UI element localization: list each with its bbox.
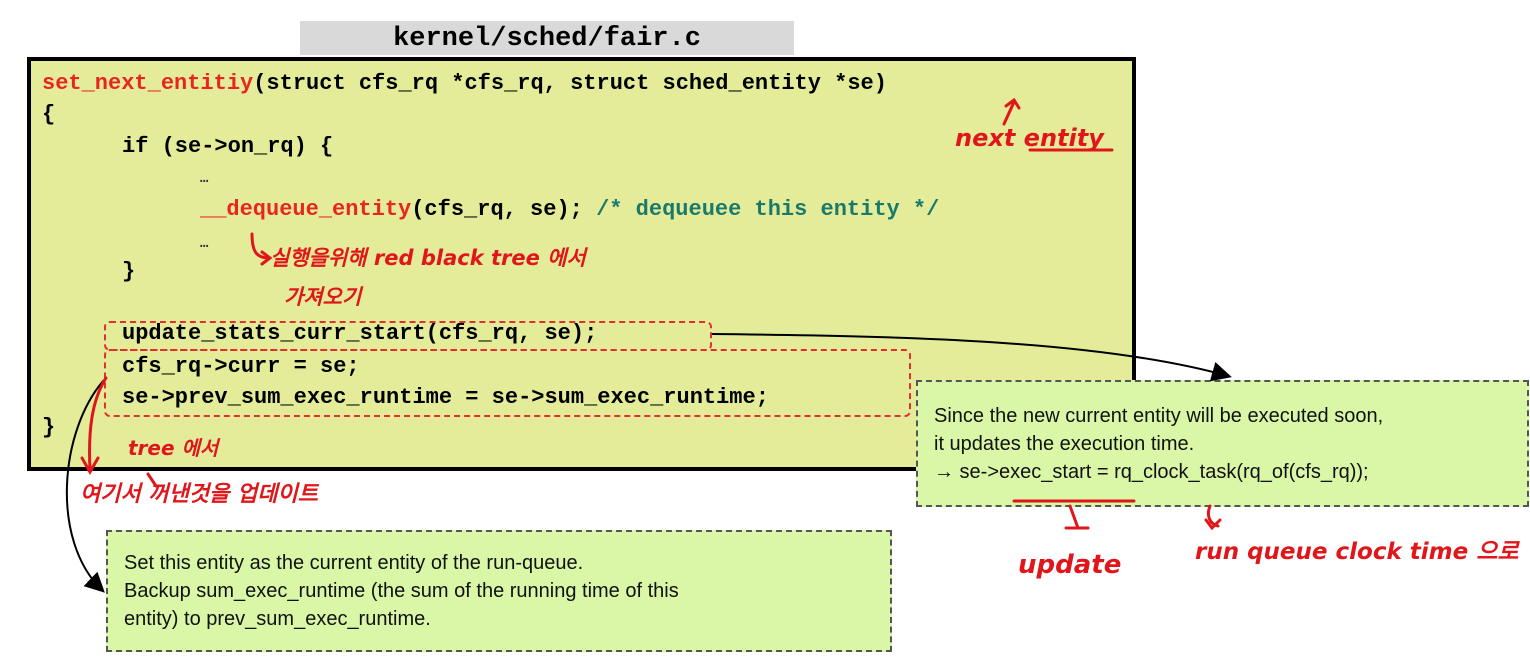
curr-assign-line: cfs_rq->curr = se; (122, 354, 360, 379)
annotation-dequeue-2: 가져오기 (284, 285, 362, 309)
dequeue-comment: /* dequeuee this entity */ (596, 197, 940, 222)
open-brace: { (42, 102, 56, 127)
note-line: Backup sum_exec_runtime (the sum of the … (124, 580, 679, 602)
if-line: if (se->on_rq) { (122, 134, 334, 159)
annotation-tree-from: tree 에서 (128, 436, 219, 460)
signature-params: (struct cfs_rq *cfs_rq, struct sched_ent… (253, 71, 887, 96)
ellipsis-2: … (200, 236, 209, 252)
note-line: entity) to prev_sum_exec_runtime. (124, 608, 431, 630)
update-pointer (1064, 504, 1090, 530)
clock-pointer (1204, 504, 1222, 531)
annotation-dequeue-1: 실행을위해 red black tree 에서 (270, 246, 586, 270)
inner-close-brace: } (122, 259, 136, 284)
annotation-update-korean: 여기서 꺼낸것을 업데이트 (80, 482, 318, 507)
prev-sum-line: se->prev_sum_exec_runtime = se->sum_exec… (122, 385, 769, 410)
note-line: Set this entity as the current entity of… (124, 552, 584, 574)
dequeue-args: (cfs_rq, se); (411, 197, 597, 222)
annotation-run-queue-clock: run queue clock time 으로 (1195, 539, 1519, 565)
ellipsis-1: … (200, 171, 209, 187)
file-title: kernel/sched/fair.c (300, 21, 794, 55)
function-name: set_next_entitiy (42, 71, 254, 96)
note-line: it updates the execution time. (934, 433, 1195, 455)
note-line: Since the new current entity will be exe… (934, 405, 1384, 427)
annotation-next-entity: next entity (955, 124, 1104, 152)
close-brace: } (42, 415, 56, 440)
note-line: → se->exec_start = rq_clock_task(rq_of(c… (934, 461, 1369, 483)
annotation-update: update (1018, 550, 1122, 580)
exec-time-note: Since the new current entity will be exe… (916, 380, 1529, 507)
signature-line: set_next_entitiy(struct cfs_rq *cfs_rq, … (42, 70, 887, 98)
update-stats-highlight (104, 321, 712, 351)
dequeue-function: __dequeue_entity (200, 197, 412, 222)
current-entity-note: Set this entity as the current entity of… (106, 530, 892, 652)
dequeue-line: __dequeue_entity(cfs_rq, se); /* dequeue… (200, 196, 939, 224)
curr-assign-highlight (104, 349, 911, 417)
update-stats-line: update_stats_curr_start(cfs_rq, se); (122, 321, 598, 346)
